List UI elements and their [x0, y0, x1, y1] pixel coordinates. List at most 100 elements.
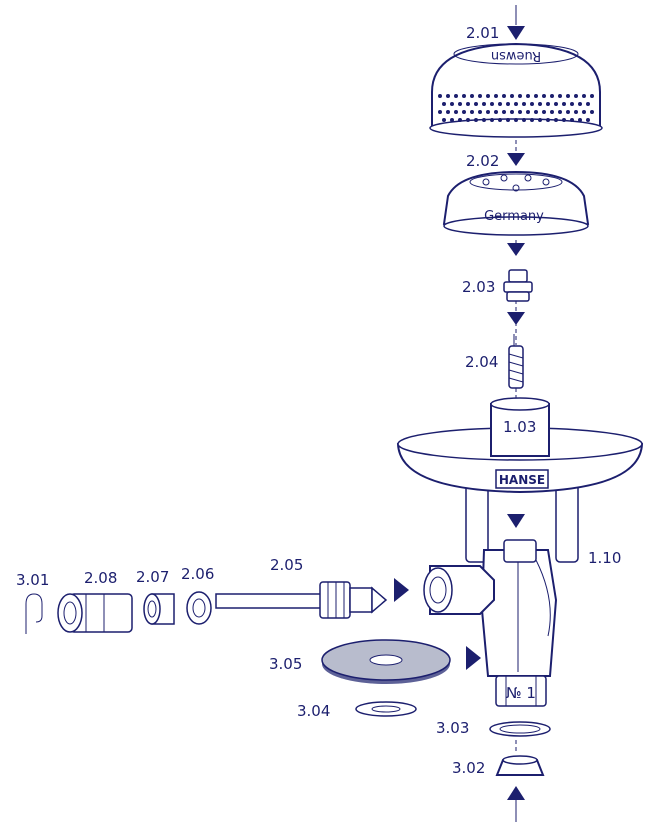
perforation-hole	[466, 118, 470, 122]
perforation-hole	[574, 94, 578, 98]
perforation-hole	[458, 118, 462, 122]
perforation-hole	[570, 118, 574, 122]
perforation-hole	[538, 118, 542, 122]
perforation-hole	[570, 102, 574, 106]
perforation-hole	[506, 102, 510, 106]
perforation-hole	[522, 102, 526, 106]
label-2-07: 2.07	[136, 568, 169, 586]
perforation-hole	[518, 110, 522, 114]
perforation-hole	[474, 102, 478, 106]
perforation-hole	[458, 102, 462, 106]
part-2-05-needle-spindle	[215, 581, 388, 619]
part-labels: 2.01 2.02 2.03 2.04 1.03 1.10 2.05 2.06 …	[16, 24, 621, 777]
label-2-08: 2.08	[84, 569, 117, 587]
perforation-hole	[438, 94, 442, 98]
perforation-hole	[474, 118, 478, 122]
part-3-04-ring	[355, 701, 417, 717]
perforation-hole	[482, 102, 486, 106]
perforation-hole	[546, 118, 550, 122]
perforation-hole	[490, 118, 494, 122]
perforation-hole	[574, 110, 578, 114]
label-3-03: 3.03	[436, 719, 469, 737]
perforation-hole	[514, 102, 518, 106]
perforation-hole	[442, 118, 446, 122]
perforation-hole	[550, 94, 554, 98]
perforation-hole	[582, 94, 586, 98]
perforation-hole	[542, 110, 546, 114]
perforation-hole	[554, 118, 558, 122]
arrow-down-icon	[507, 26, 525, 40]
part-3-02-cone	[495, 755, 545, 776]
perforation-hole	[554, 102, 558, 106]
perforation-hole	[486, 110, 490, 114]
perforation-hole	[482, 118, 486, 122]
label-2-02: 2.02	[466, 152, 499, 170]
perforation-hole	[502, 94, 506, 98]
perforation-hole	[578, 118, 582, 122]
part-2-04-spring-insert	[508, 334, 524, 389]
nut-marking: № 1	[506, 684, 536, 702]
perforation-hole	[498, 118, 502, 122]
perforation-hole	[566, 110, 570, 114]
perforation-hole	[494, 94, 498, 98]
perforation-hole	[478, 94, 482, 98]
label-2-04: 2.04	[465, 353, 498, 371]
perforation-hole	[498, 102, 502, 106]
perforation-hole	[526, 94, 530, 98]
arrow-down-icon	[507, 514, 525, 528]
assembly-arrows	[394, 26, 525, 800]
perforation-hole	[582, 110, 586, 114]
perforation-hole	[562, 102, 566, 106]
part-3-01-clip	[25, 593, 43, 634]
label-1-03: 1.03	[503, 418, 536, 436]
perforation-hole	[586, 102, 590, 106]
perforation-hole	[462, 94, 466, 98]
label-2-06: 2.06	[181, 565, 214, 583]
perforation-hole	[502, 110, 506, 114]
cap-marking: Germany	[484, 209, 544, 224]
perforation-hole	[450, 102, 454, 106]
perforation-hole	[542, 94, 546, 98]
perforation-hole	[526, 110, 530, 114]
arrow-right-icon	[466, 646, 481, 670]
perforation-hole	[470, 110, 474, 114]
perforation-hole	[438, 110, 442, 114]
label-1-10: 1.10	[588, 549, 621, 567]
part-2-02-cap: Germany	[442, 170, 590, 236]
perforation-hole	[454, 110, 458, 114]
label-2-03: 2.03	[462, 278, 495, 296]
perforation-hole	[538, 102, 542, 106]
perforation-hole	[442, 102, 446, 106]
perforation-hole	[446, 94, 450, 98]
perforation-holes	[438, 94, 594, 122]
perforation-hole	[578, 102, 582, 106]
part-2-01-perforated-cap: Ruewsn	[429, 42, 603, 138]
perforation-hole	[466, 102, 470, 106]
perforation-hole	[518, 94, 522, 98]
perforation-hole	[550, 110, 554, 114]
perforation-hole	[530, 118, 534, 122]
label-2-01: 2.01	[466, 24, 499, 42]
perforation-hole	[590, 94, 594, 98]
perforation-hole	[486, 94, 490, 98]
label-2-05: 2.05	[270, 556, 303, 574]
perforation-hole	[510, 110, 514, 114]
perforation-hole	[522, 118, 526, 122]
perforation-hole	[514, 118, 518, 122]
arrow-down-icon	[507, 243, 525, 256]
perforation-hole	[478, 110, 482, 114]
perforation-hole	[506, 118, 510, 122]
part-2-07-spacer	[143, 593, 175, 625]
perforation-hole	[558, 110, 562, 114]
perforation-hole	[586, 118, 590, 122]
perforation-hole	[534, 94, 538, 98]
arrow-up-icon	[507, 786, 525, 800]
perforation-hole	[510, 94, 514, 98]
perforation-hole	[534, 110, 538, 114]
perforation-hole	[446, 110, 450, 114]
svg-text:Ruewsn: Ruewsn	[491, 48, 541, 63]
part-3-05-felt-disc	[321, 639, 451, 684]
arrow-down-icon	[507, 312, 525, 325]
perforation-hole	[494, 110, 498, 114]
